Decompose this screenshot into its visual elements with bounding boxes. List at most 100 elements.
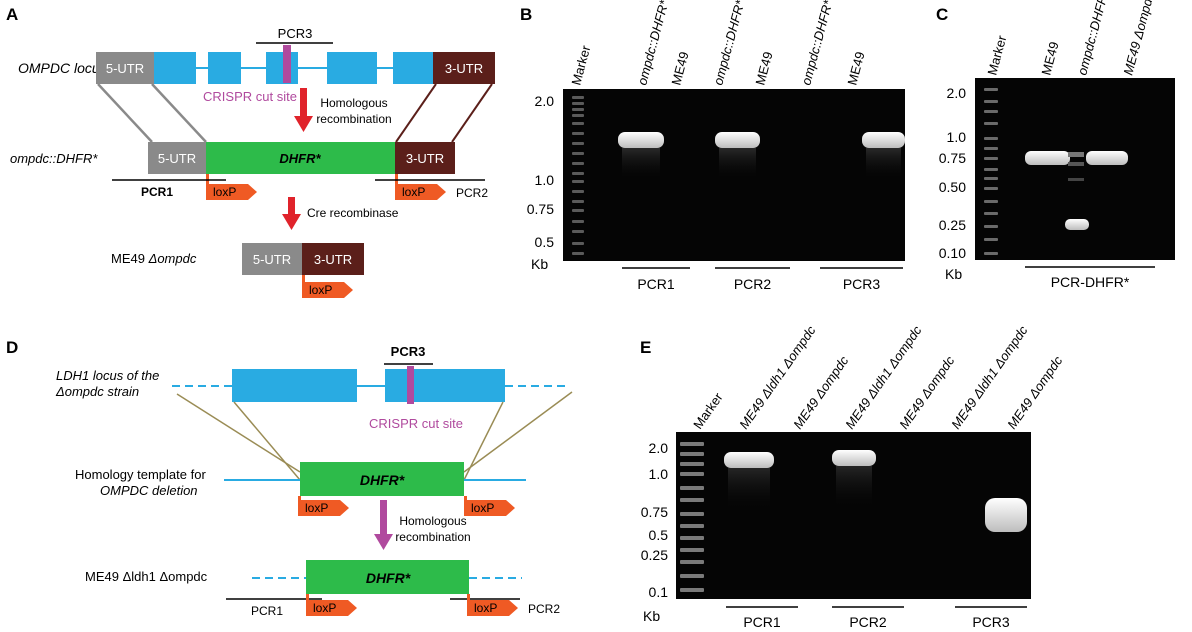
gel-e-kb: Kb: [643, 608, 660, 624]
ladder-band: [984, 225, 998, 228]
utr3-box: [302, 243, 364, 275]
pcr1-label: PCR1: [251, 604, 283, 618]
hr-label-2: recombination: [316, 112, 391, 126]
ladder-band: [680, 574, 704, 578]
gel-e-lane-label: ME49 Δompdc: [896, 353, 958, 432]
ladder-band: [680, 512, 704, 516]
gel-smear: [719, 148, 756, 178]
gel-c-group-label: PCR-DHFR*: [1051, 274, 1130, 290]
gel-band: [1025, 151, 1070, 165]
gel-e-lane-label: Marker: [690, 389, 726, 431]
ladder-band: [572, 108, 584, 111]
template-label-1: Homology template for: [75, 467, 206, 482]
gel-c-kb: Kb: [945, 266, 962, 282]
ladder-band: [680, 548, 704, 552]
gel-smear: [836, 466, 872, 506]
gel-b-group-label: PCR3: [843, 276, 881, 292]
cre-label: Cre recombinase: [307, 206, 399, 220]
ladder-band: [984, 147, 998, 150]
panel-label-c: C: [936, 5, 948, 24]
gel-b-lane-label: ME49: [844, 50, 867, 87]
gel-smear: [728, 468, 770, 508]
gel-e-group-label: PCR3: [972, 614, 1010, 630]
exon-5: [393, 52, 433, 84]
ladder-band: [984, 200, 998, 203]
hr-label-2: recombination: [395, 530, 470, 544]
dhfr-label: DHFR*: [366, 570, 411, 586]
panel-label-d: D: [6, 338, 18, 357]
gel-b-lane-label: Marker: [568, 43, 593, 87]
gel-band: [985, 498, 1027, 532]
ladder-band: [680, 524, 704, 528]
gel-band: [832, 450, 876, 466]
gel-b-kb: Kb: [531, 256, 548, 272]
loxp-label: loxP: [402, 185, 425, 199]
gel-c: [975, 78, 1175, 260]
exon-4: [327, 52, 377, 84]
gel-b-ladder-label: 1.0: [535, 172, 555, 188]
gel-b-lane-label: ompdc::DHFR*: [798, 0, 835, 87]
loxp-tag: [467, 600, 518, 616]
loxp-stem: [206, 174, 209, 188]
loxp-tag: [302, 282, 353, 298]
gel-e-ladder-label: 0.1: [649, 584, 669, 600]
gel-e-ladder: 2.01.00.750.50.250.1: [641, 440, 704, 600]
gel-e-ladder-label: 2.0: [649, 440, 669, 456]
ladder-band: [572, 180, 584, 183]
gel-c-ladder-label: 2.0: [947, 85, 967, 101]
dhfr-label: DHFR*: [360, 472, 405, 488]
homology-line: [176, 393, 301, 473]
loxp-tag: [395, 184, 446, 200]
ladder-band: [572, 152, 584, 155]
red-arrow: [288, 197, 295, 217]
ladder-band: [984, 177, 998, 180]
ladder-band: [680, 486, 704, 490]
ladder-band: [572, 162, 584, 165]
ladder-band: [984, 187, 998, 190]
utr5-box: [148, 142, 206, 174]
template-label-2: OMPDC deletion: [100, 483, 198, 498]
homology-line: [463, 391, 573, 473]
gel-b-lane-label: ME49: [752, 50, 775, 87]
gel-c-bands: [1025, 151, 1128, 230]
homology-line: [451, 83, 493, 143]
ladder-band: [572, 96, 584, 99]
ladder-band: [984, 88, 998, 91]
gel-e-lane-label: ME49 Δompdc: [1004, 353, 1066, 432]
gel-band: [1086, 151, 1128, 165]
exon-1: [154, 52, 196, 84]
ladder-band: [572, 190, 584, 193]
red-arrow-head: [282, 214, 301, 230]
red-arrow: [300, 88, 307, 118]
dhfr-box: [306, 560, 469, 594]
panel-label-a: A: [6, 5, 18, 24]
gel-b-lane-label: ompdc::DHFR*: [634, 0, 671, 87]
gel-smear: [622, 148, 660, 178]
ladder-band: [984, 122, 998, 125]
loxp-tag: [206, 184, 257, 200]
utr3-box: [395, 142, 455, 174]
gel-e-ladder-label: 0.25: [641, 547, 668, 563]
homology-line: [151, 83, 207, 143]
gel-c-lane-label: ME49 Δompdc: [1120, 0, 1157, 77]
dhfr-box: [300, 462, 464, 496]
ladder-band: [572, 114, 584, 117]
ladder-band: [680, 452, 704, 456]
ladder-band: [680, 536, 704, 540]
utr3-label: 3-UTR: [314, 252, 352, 267]
gel-e-group-label: PCR2: [849, 614, 887, 630]
gel-band-faint: [1068, 178, 1084, 181]
construct-label: ompdc::DHFR*: [10, 151, 98, 166]
gel-c-ladder-label: 0.50: [939, 179, 966, 195]
gel-b-lane-label: ME49: [668, 50, 691, 87]
homology-line: [395, 83, 437, 143]
loxp-label: loxP: [474, 601, 497, 615]
ladder-band: [984, 168, 998, 171]
ladder-band: [572, 200, 584, 203]
